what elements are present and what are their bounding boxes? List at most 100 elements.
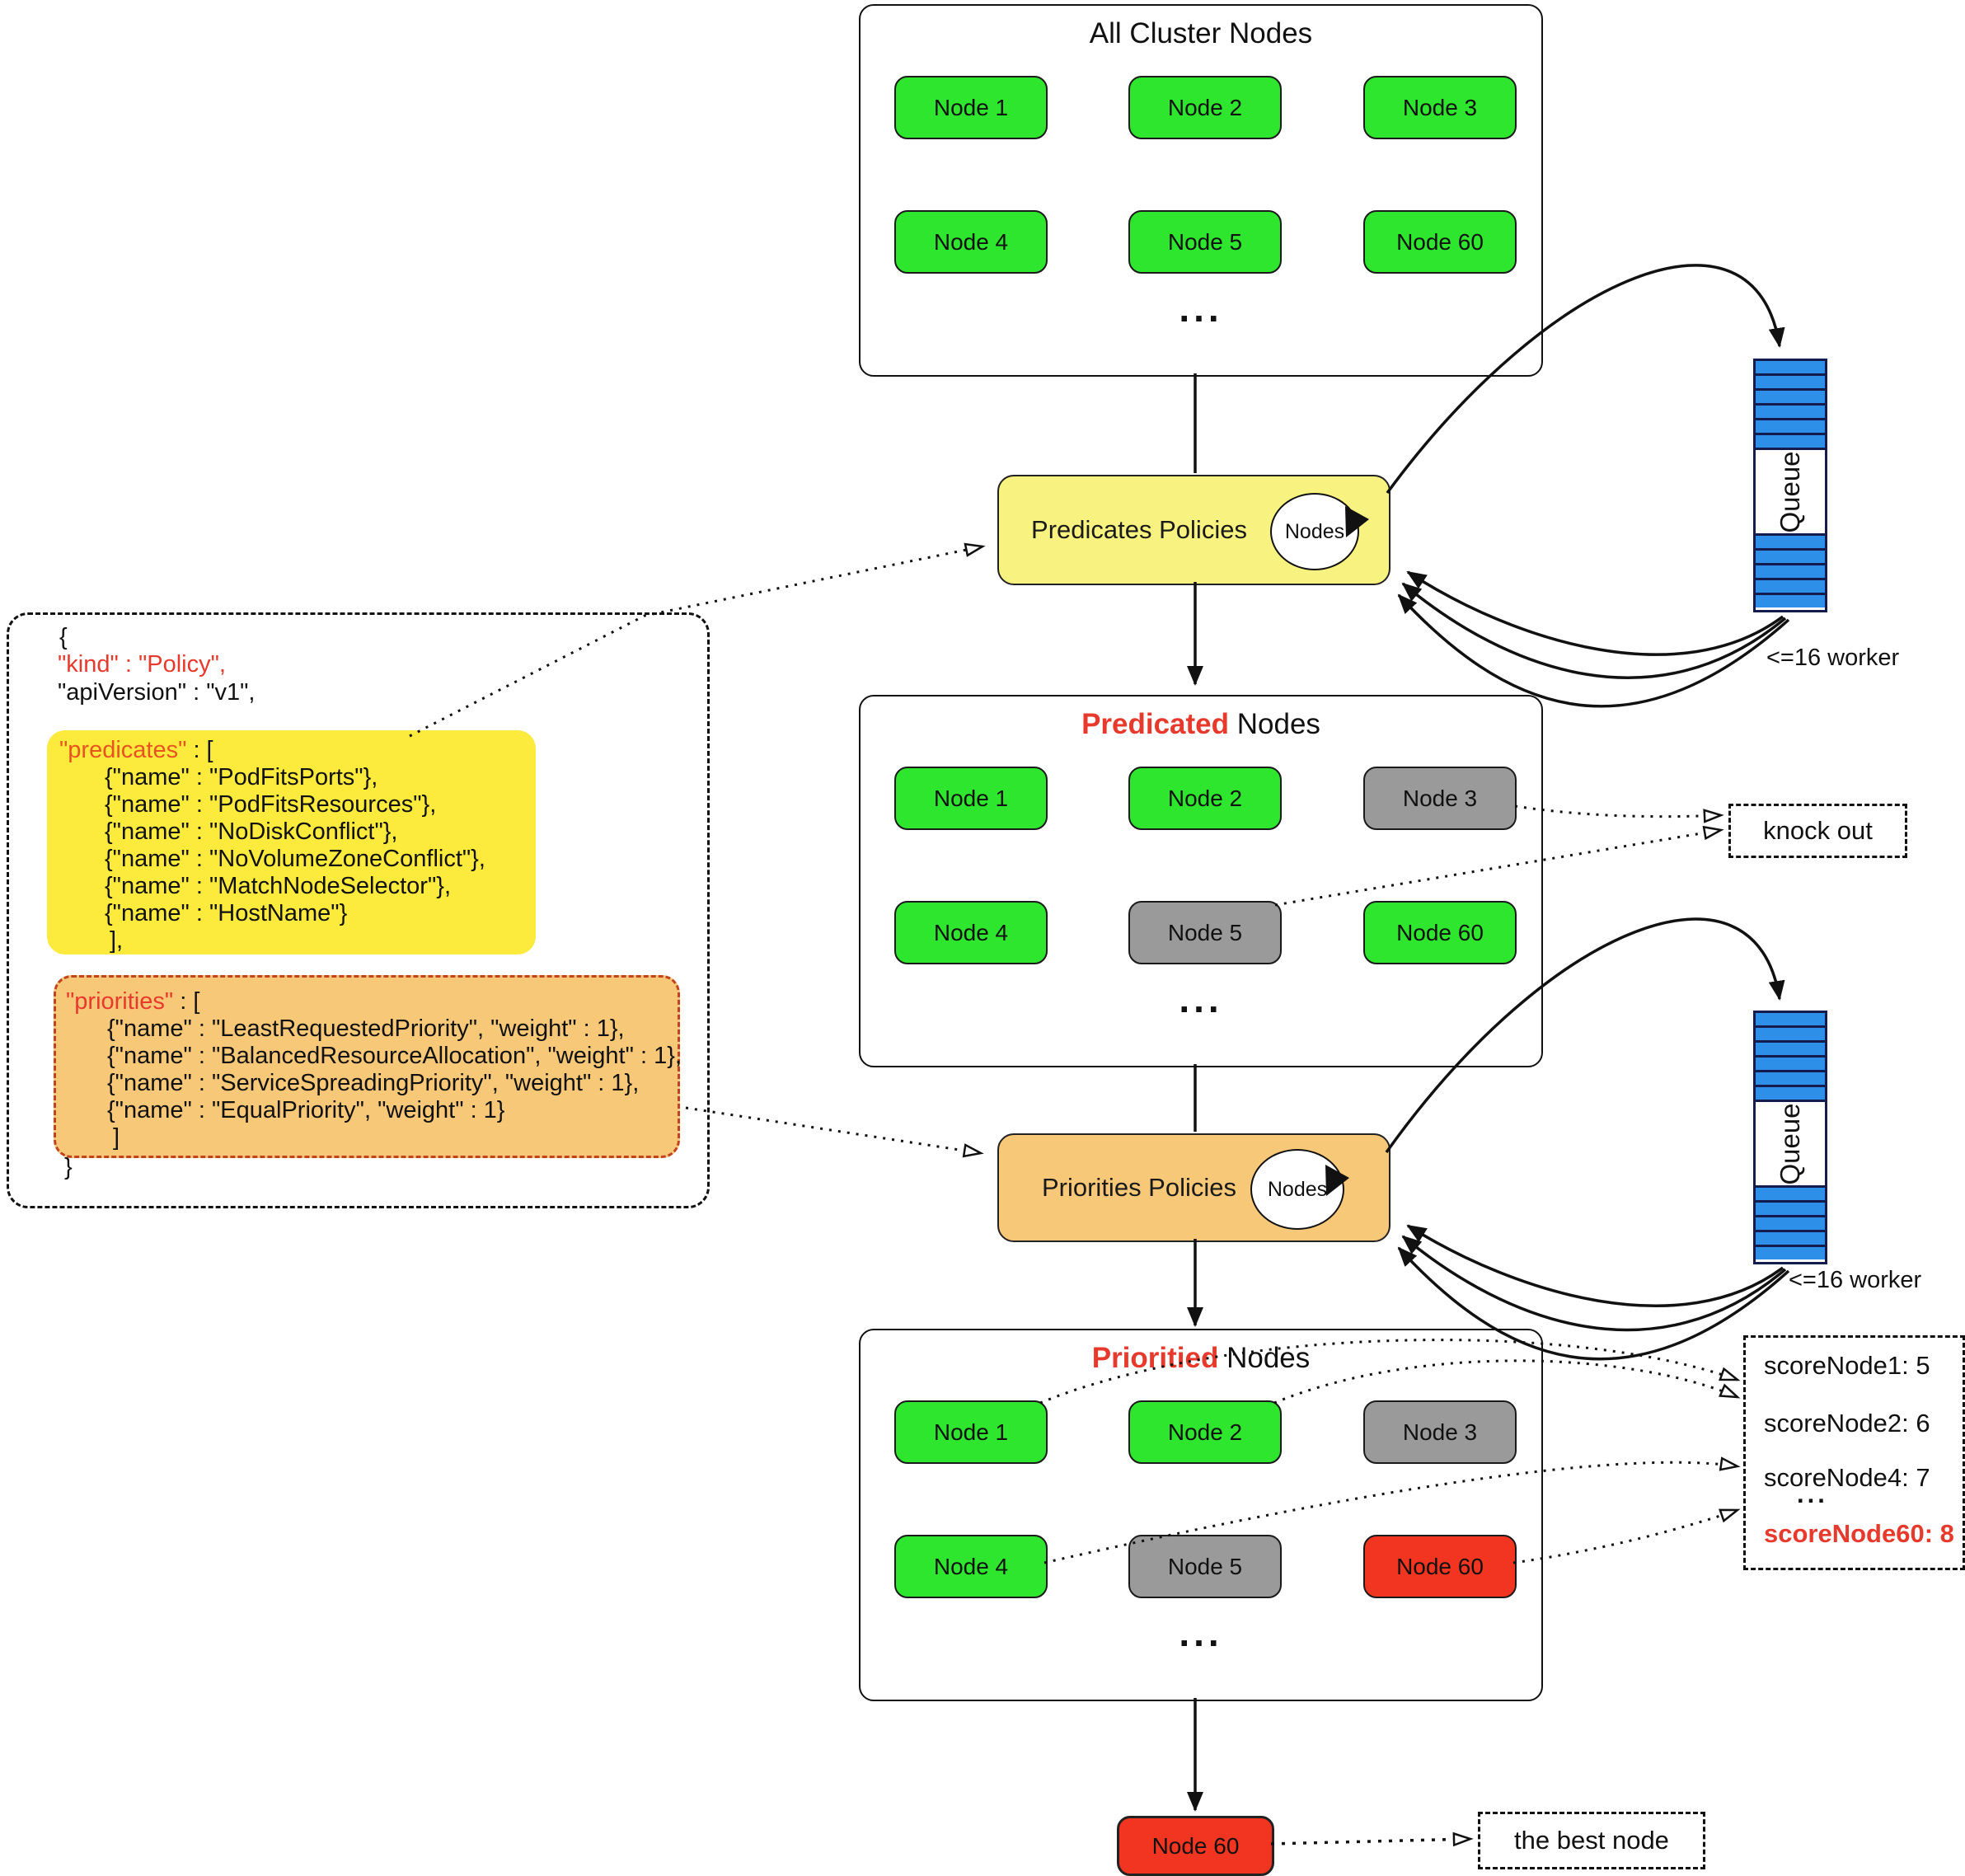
best-node-box: the best node [1478,1812,1705,1869]
queue1-slot [1756,361,1825,376]
predicated-ellipsis: ... [1179,978,1223,1020]
priorities-key-line: "priorities" : [ [66,988,200,1015]
policy-kind-line: "kind" : "Policy", [58,651,226,678]
prioritied-nodes-box: Prioritied Nodes Node 1 Node 2 Node 3 No… [859,1329,1543,1701]
predicates-policies-label: Predicates Policies [1031,515,1247,544]
predicates-highlight-block: "predicates" : [ {"name" : "PodFitsPorts… [47,730,536,954]
cluster-node-4: Node 4 [894,210,1048,274]
queue2-slot [1756,1247,1825,1259]
queue2-slot [1756,1072,1825,1087]
priorities-highlight-block: "priorities" : [ {"name" : "LeastRequest… [54,975,682,1158]
queue2-slot [1756,1043,1825,1058]
predicated-nodes-title: Predicated Nodes [861,708,1541,741]
prioritied-node-4: Node 4 [894,1535,1048,1598]
predicate-item: {"name" : "PodFitsPorts"}, [105,764,378,790]
priority-item: {"name" : "BalancedResourceAllocation", … [107,1043,682,1069]
predicate-item: {"name" : "NoDiskConflict"}, [105,818,398,845]
priorities-policies-label: Priorities Policies [1041,1173,1236,1202]
priorities-loop-label: Nodes [1267,1177,1328,1201]
queue1-slot [1756,420,1825,435]
queue1-worker-label: <=16 worker [1766,645,1900,671]
knock-out-box: knock out [1728,804,1907,858]
queue2-slot [1756,1013,1825,1028]
predicated-title-highlight: Predicated [1081,708,1230,740]
dotted-node60-best [1270,1831,1474,1847]
score-node2: scoreNode2: 6 [1764,1409,1930,1437]
dotted-priorities-policy-link [685,1106,984,1158]
queue2-slot [1756,1217,1825,1232]
predicated-node-5: Node 5 [1128,901,1282,964]
queue1-slot [1756,406,1825,420]
queue1-slot [1756,391,1825,406]
queue2-slot [1756,1028,1825,1043]
priorities-policies-box: Priorities Policies Nodes [997,1133,1391,1242]
predicated-node-4: Node 4 [894,901,1048,964]
queue1-label-area: Queue [1756,450,1825,536]
queue1-slot [1756,435,1825,450]
predicated-node-2: Node 2 [1128,767,1282,830]
arrow-queue1-worker-3 [1397,593,1790,708]
predicate-item: {"name" : "HostName"} [105,900,348,926]
cluster-ellipsis: ... [1179,287,1223,330]
cluster-node-2: Node 2 [1128,76,1282,139]
arrow-queue2-worker-2 [1401,1235,1787,1332]
queue2-worker-label: <=16 worker [1789,1267,1922,1293]
arrow-queue1-worker-2 [1401,582,1787,679]
prioritied-title-highlight: Prioritied [1091,1342,1219,1374]
all-cluster-nodes-box: All Cluster Nodes Node 1 Node 2 Node 3 N… [859,4,1543,377]
predicate-item: {"name" : "PodFitsResources"}, [105,791,437,818]
queue1-label: Queue [1775,450,1805,533]
prioritied-nodes-title: Prioritied Nodes [861,1342,1541,1375]
queue-2: Queue [1753,1011,1827,1264]
prioritied-title-rest: Nodes [1218,1342,1311,1374]
queue1-slot [1756,595,1825,607]
best-node-label: the best node [1514,1826,1669,1855]
priorities-nodes-loop: Nodes [1250,1149,1344,1230]
priority-item: {"name" : "LeastRequestedPriority", "wei… [107,1015,625,1042]
policy-apiversion-line: "apiVersion" : "v1", [58,679,256,706]
predicated-title-rest: Nodes [1229,708,1320,740]
knock-out-label: knock out [1763,816,1873,845]
predicate-item: {"name" : "MatchNodeSelector"}, [105,873,452,899]
predicated-node-3: Node 3 [1363,767,1517,830]
score-node60: scoreNode60: 8 [1764,1519,1954,1548]
cluster-node-5: Node 5 [1128,210,1282,274]
best-node-chip: Node 60 [1117,1816,1274,1876]
predicated-node-60: Node 60 [1363,901,1517,964]
arrow-queue2-worker-1 [1406,1224,1784,1308]
prioritied-node-60: Node 60 [1363,1535,1517,1598]
score-list-box: scoreNode1: 5 scoreNode2: 6 scoreNode4: … [1743,1335,1965,1570]
predicates-loop-label: Nodes [1284,519,1345,543]
predicate-item: {"name" : "NoVolumeZoneConflict"}, [105,846,485,872]
score-ellipsis: ... [1797,1480,1828,1508]
cluster-node-3: Node 3 [1363,76,1517,139]
arrow-queue1-worker-1 [1406,570,1784,656]
score-node4: scoreNode4: 7 [1764,1463,1930,1492]
policy-open-brace: { [59,624,68,650]
queue1-slot [1756,551,1825,565]
queue1-slot [1756,565,1825,580]
predicates-close: ], [110,927,124,954]
all-cluster-nodes-title: All Cluster Nodes [1089,17,1313,49]
priorities-close: ] [113,1124,120,1151]
queue2-slot [1756,1087,1825,1102]
queue2-slot [1756,1203,1825,1217]
prioritied-node-2: Node 2 [1128,1400,1282,1464]
prioritied-ellipsis: ... [1179,1611,1223,1654]
predicated-node-1: Node 1 [894,767,1048,830]
priority-item: {"name" : "ServiceSpreadingPriority", "w… [107,1070,640,1096]
queue2-label-area: Queue [1756,1102,1825,1188]
cluster-node-1: Node 1 [894,76,1048,139]
predicates-policies-box: Predicates Policies Nodes [997,475,1391,585]
queue2-label: Queue [1775,1102,1805,1185]
queue1-slot [1756,376,1825,391]
dotted-node60-score [1512,1508,1741,1564]
queue1-slot [1756,536,1825,551]
predicates-key-line: "predicates" : [ [59,737,213,763]
cluster-node-60: Node 60 [1363,210,1517,274]
score-node1: scoreNode1: 5 [1764,1351,1930,1380]
queue-1: Queue [1753,359,1827,612]
prioritied-node-3: Node 3 [1363,1400,1517,1464]
queue2-slot [1756,1188,1825,1203]
